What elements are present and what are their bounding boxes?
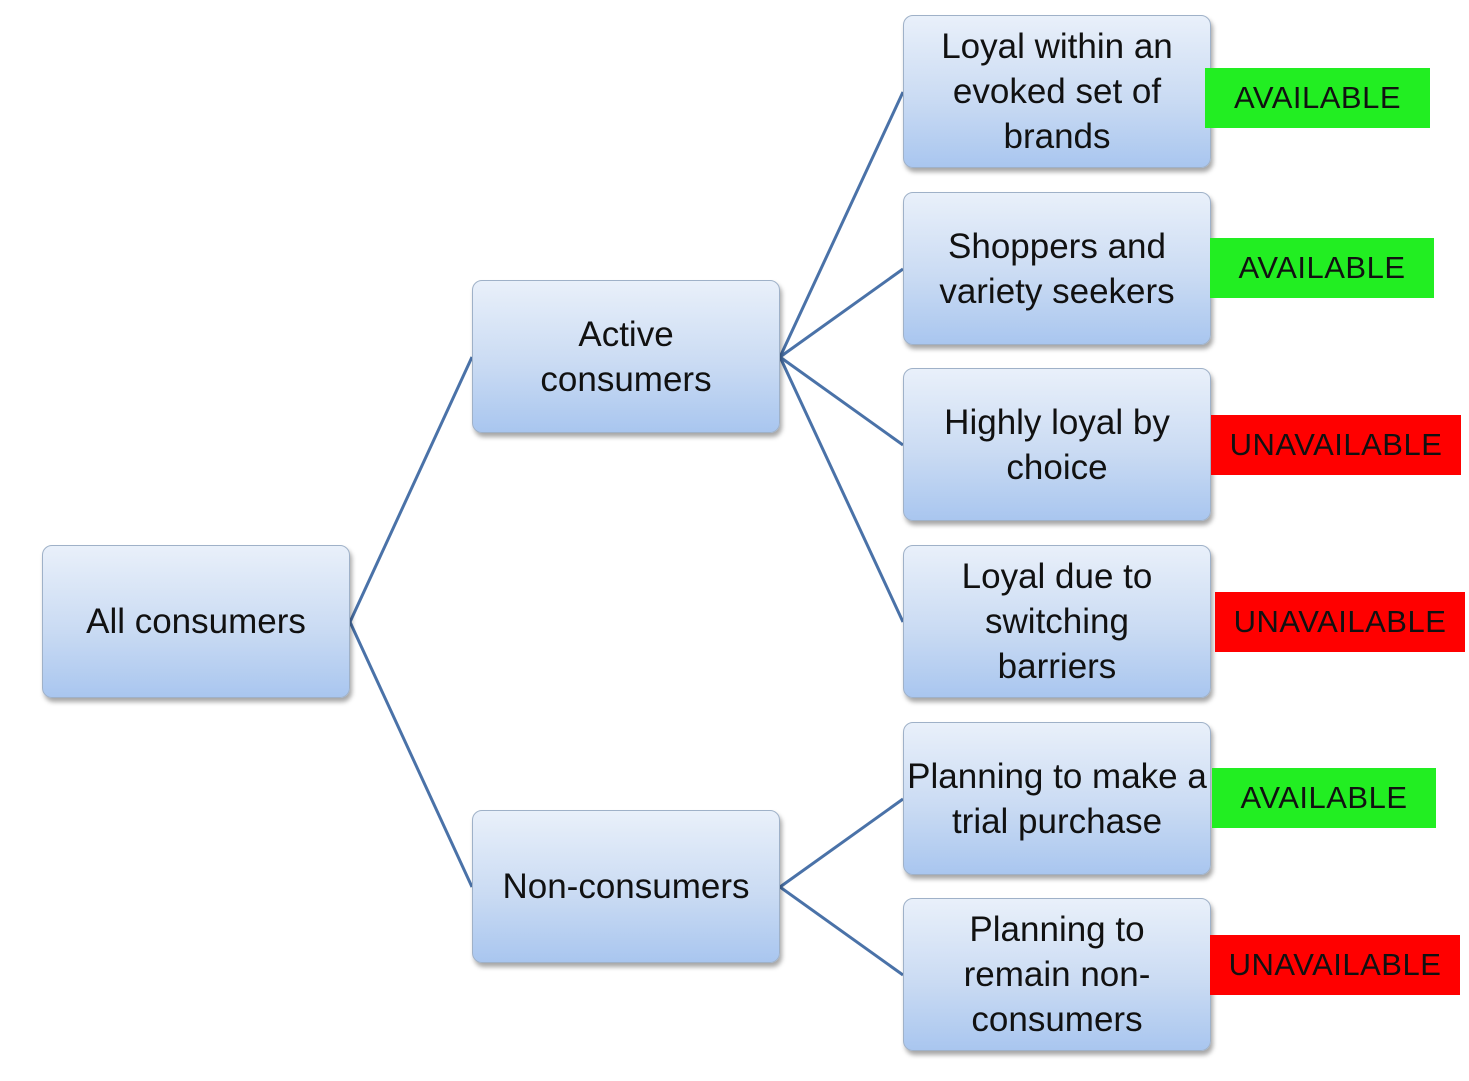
node-active-consumers: Active consumers	[472, 280, 780, 433]
status-badge-loyal-evoked-set: AVAILABLE	[1205, 68, 1430, 128]
connector-active-seg3	[779, 355, 904, 447]
node-trial-purchase: Planning to make a trial purchase	[903, 722, 1211, 875]
node-loyal-evoked-set: Loyal within an evoked set of brands	[903, 15, 1211, 168]
connector-active-seg2	[779, 267, 904, 359]
node-remain-non-consumers: Planning to remain non-consumers	[903, 898, 1211, 1051]
status-badge-loyal-switching-barriers: UNAVAILABLE	[1215, 592, 1465, 652]
node-shoppers-variety-seekers: Shoppers and variety seekers	[903, 192, 1211, 345]
status-badge-highly-loyal-choice: UNAVAILABLE	[1211, 415, 1461, 475]
node-all-consumers: All consumers	[42, 545, 350, 698]
connector-non-seg5	[779, 797, 904, 889]
connector-root-non	[348, 621, 474, 888]
node-loyal-switching-barriers: Loyal due to switching barriers	[903, 545, 1211, 698]
node-non-consumers: Non-consumers	[472, 810, 780, 963]
connector-active-seg4	[778, 356, 905, 623]
status-badge-trial-purchase: AVAILABLE	[1212, 768, 1436, 828]
status-badge-remain-non-consumers: UNAVAILABLE	[1210, 935, 1460, 995]
node-highly-loyal-choice: Highly loyal by choice	[903, 368, 1211, 521]
connector-non-seg6	[779, 885, 904, 977]
status-badge-shoppers-variety-seekers: AVAILABLE	[1210, 238, 1434, 298]
connector-active-seg1	[778, 91, 905, 358]
connector-root-active	[348, 356, 474, 623]
